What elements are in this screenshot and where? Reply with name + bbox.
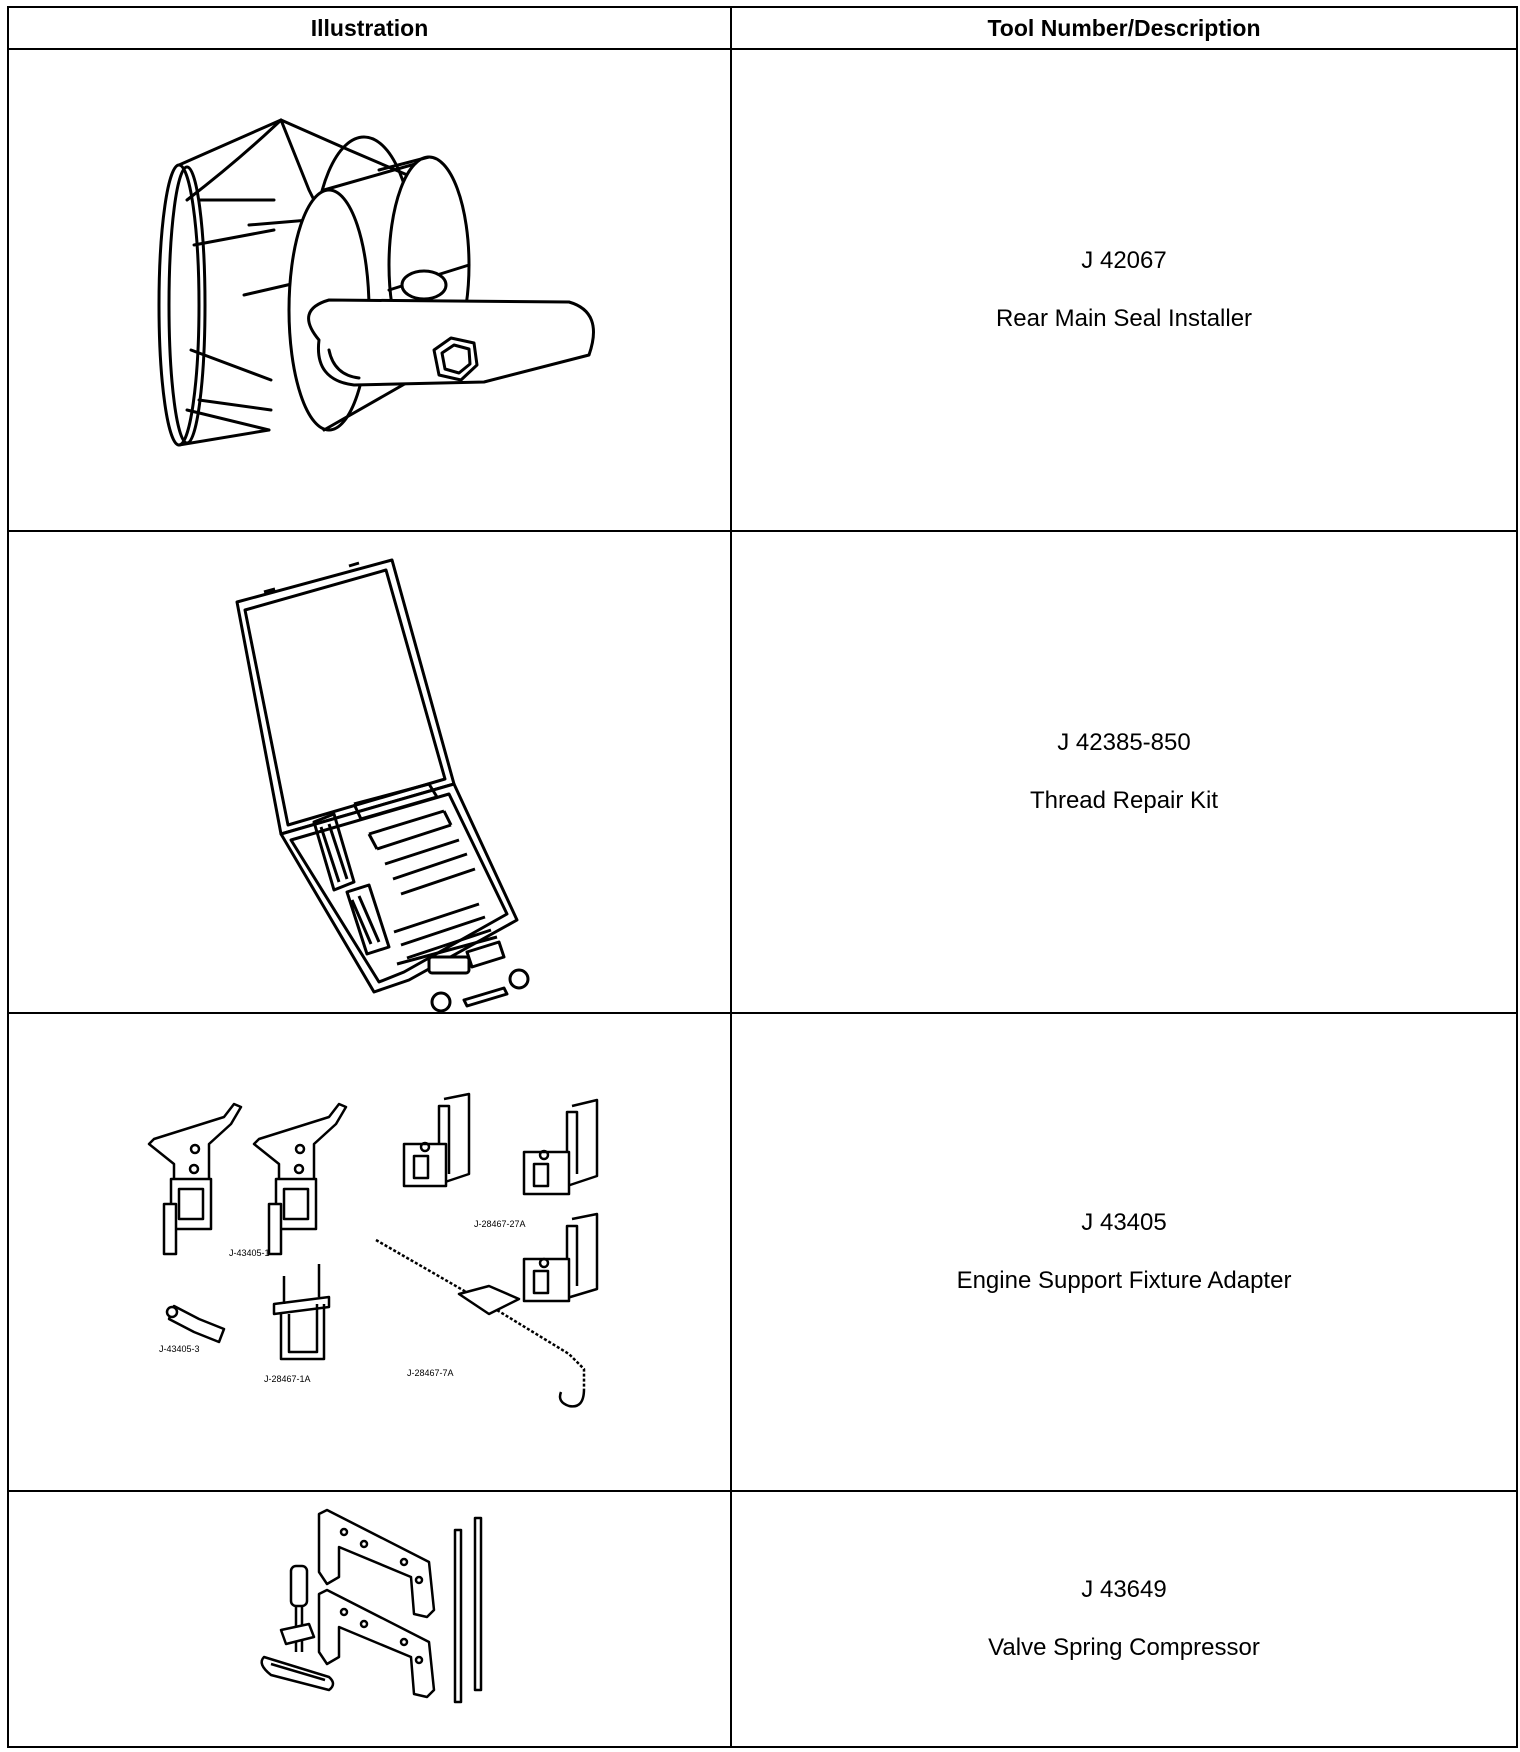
bracket-part xyxy=(252,1102,348,1256)
tool-number: J 43405 xyxy=(1081,1209,1167,1236)
engine-support-fixture-adapter-icon: J-43405-1 J-28467-27A xyxy=(147,1092,599,1408)
part-label: J-28467-7A xyxy=(407,1368,454,1378)
part-label: J-43405-1 xyxy=(229,1248,270,1258)
hook-bracket-part xyxy=(522,1098,599,1196)
hook-bracket-part xyxy=(522,1212,599,1303)
rear-main-seal-installer-icon xyxy=(157,118,595,447)
tool-description: Engine Support Fixture Adapter xyxy=(956,1267,1292,1294)
illustration-cell: J-43405-1 J-28467-27A xyxy=(7,1012,732,1492)
thread-repair-kit-icon xyxy=(235,558,530,1013)
header-illustration: Illustration xyxy=(7,6,732,50)
table-row: J-43405-1 J-28467-27A xyxy=(7,1012,1518,1492)
table-header-row: Illustration Tool Number/Description xyxy=(7,6,1518,50)
illustration-cell xyxy=(7,530,732,1014)
tool-description: Thread Repair Kit xyxy=(1029,787,1219,814)
table-row: J 42067 Rear Main Seal Installer xyxy=(7,48,1518,532)
bracket-part xyxy=(147,1102,243,1256)
threaded-rod-part xyxy=(375,1238,586,1408)
tool-number: J 43649 xyxy=(1081,1576,1167,1603)
tool-number: J 42067 xyxy=(1081,247,1167,274)
table-row: J 43649 Valve Spring Compressor xyxy=(7,1490,1518,1748)
description-cell: J 43649 Valve Spring Compressor xyxy=(730,1490,1518,1748)
tool-number: J 42385-850 xyxy=(1057,729,1191,756)
tool-description: Rear Main Seal Installer xyxy=(995,305,1253,332)
description-cell: J 42067 Rear Main Seal Installer xyxy=(730,48,1518,532)
u-bolt-part xyxy=(272,1264,331,1361)
header-tool-number-description: Tool Number/Description xyxy=(730,6,1518,50)
description-cell: J 42385-850 Thread Repair Kit xyxy=(730,530,1518,1014)
tool-description: Valve Spring Compressor xyxy=(988,1634,1260,1661)
hook-bracket-part xyxy=(402,1092,471,1188)
valve-spring-compressor-icon xyxy=(260,1508,483,1704)
part-label: J-28467-1A xyxy=(264,1374,311,1384)
part-label: J-43405-3 xyxy=(159,1344,200,1354)
description-cell: J 43405 Engine Support Fixture Adapter xyxy=(730,1012,1518,1492)
pin-part xyxy=(165,1304,226,1344)
part-label: J-28467-27A xyxy=(474,1219,526,1229)
illustration-cell xyxy=(7,48,732,532)
special-tools-table: Illustration Tool Number/Description xyxy=(7,6,1518,1748)
illustration-cell xyxy=(7,1490,732,1748)
table-row: J 42385-850 Thread Repair Kit xyxy=(7,530,1518,1014)
